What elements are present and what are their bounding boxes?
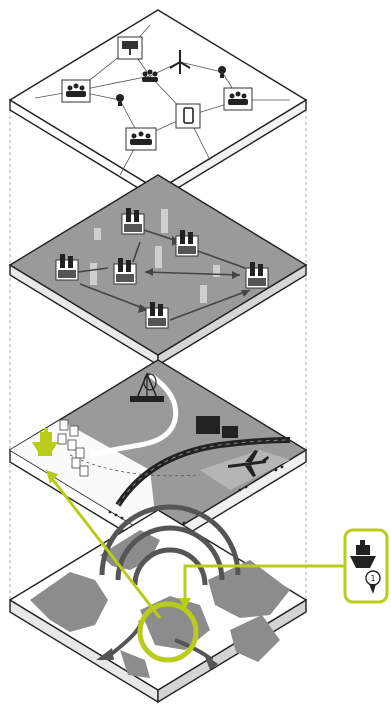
social-network-layer	[8, 9, 308, 202]
factory-icon	[245, 262, 269, 289]
connection-lines	[48, 475, 345, 619]
ship-icon	[32, 428, 58, 456]
factory-icon	[145, 302, 169, 329]
svg-text:1: 1	[370, 574, 375, 583]
oil-rig-icon	[130, 372, 164, 402]
industrial-cluster-layer	[8, 174, 308, 367]
globe-circle-icon	[137, 601, 199, 663]
geographic-map-layer	[8, 504, 308, 704]
group-icon	[61, 79, 91, 103]
ship-ribbon-icon: 1	[350, 540, 381, 594]
connection-arrowheads	[46, 470, 191, 610]
factory-icon	[121, 208, 145, 235]
wind-turbine-icon	[169, 50, 191, 74]
warehouse-icon	[196, 416, 238, 438]
group-icon	[142, 69, 158, 82]
lightbulb-icon	[218, 66, 226, 78]
callout-box: 1	[343, 528, 389, 604]
lightbulb-icon	[116, 94, 124, 106]
solar-panel-icon	[117, 36, 143, 60]
tablet-icon	[175, 103, 201, 129]
group-icon	[125, 127, 157, 151]
factory-icon	[113, 258, 137, 285]
airplane-icon	[228, 450, 269, 477]
factory-icon	[55, 254, 79, 281]
factory-icon	[175, 230, 199, 257]
group-icon	[223, 87, 253, 111]
